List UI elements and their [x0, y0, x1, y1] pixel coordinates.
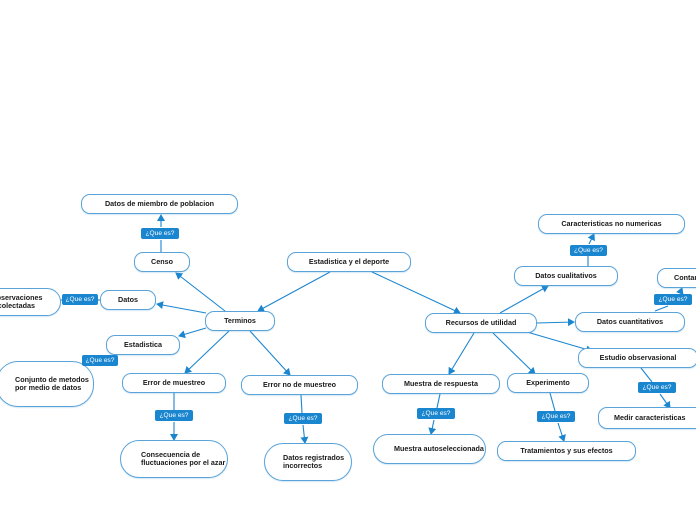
connector-tag-datos-incorrectos — [300, 424, 309, 444]
node-tratamientos[interactable]: Tratamientos y sus efectos — [497, 441, 636, 461]
node-estudio-observacional[interactable]: Estudio observasional — [578, 348, 696, 368]
node-datos-cuantitativos[interactable]: Datos cuantitativos — [575, 312, 685, 332]
node-censo[interactable]: Censo — [134, 252, 190, 272]
node-muestra-auto[interactable]: Muestra autoseleccionada — [373, 434, 486, 464]
node-root[interactable]: Estadistica y el deporte — [287, 252, 411, 272]
connector-recursos-cuantitativos — [536, 318, 575, 327]
node-datos-cualitativos[interactable]: Datos cualitativos — [514, 266, 618, 286]
connector-tag-contar — [676, 287, 684, 296]
connector-terminos-datos — [156, 301, 207, 314]
tag-que-es-cuantitativos: ¿Que es? — [654, 294, 692, 305]
tag-que-es-error-muestreo: ¿Que es? — [155, 410, 193, 421]
connector-recursos-muestra — [448, 332, 475, 375]
tag-que-es-cualitativos: ¿Que es? — [570, 245, 607, 256]
node-datos[interactable]: Datos — [100, 290, 156, 310]
connector-root-recursos — [371, 271, 461, 315]
node-conjunto[interactable]: Conjunto de metodos por medio de datos — [0, 361, 94, 407]
tag-que-es-estudio: ¿Que es? — [638, 382, 676, 393]
connector-terminos-error — [184, 330, 230, 374]
connector-recursos-experimento — [492, 332, 536, 375]
connector-terminos-censo — [175, 272, 226, 312]
connector-error-no-tag — [300, 394, 303, 414]
connector-cuantitativos-tag — [654, 305, 669, 312]
tag-que-es-datos: ¿Que es? — [62, 294, 98, 305]
node-observaciones[interactable]: Observaciones recolectadas — [0, 288, 61, 316]
node-recursos[interactable]: Recursos de utilidad — [425, 313, 537, 333]
connector-tag-caracteristicas — [587, 233, 595, 245]
node-consecuencia[interactable]: Consecuencia de fluctuaciones por el aza… — [120, 440, 228, 478]
node-datos-miembro[interactable]: Datos de miembro de poblacion — [81, 194, 238, 214]
connector-estudio-tag — [640, 367, 653, 383]
node-caracteristicas[interactable]: Caracteristicas no numericas — [538, 214, 685, 234]
tag-que-es-experimento: ¿Que es? — [537, 411, 575, 422]
connector-muestra-tag — [436, 393, 441, 409]
connector-root-terminos — [257, 271, 331, 312]
connector-terminos-estadistica — [178, 327, 207, 339]
connector-tag-muestra-auto — [428, 419, 437, 435]
node-medir[interactable]: Medir caracteristicas — [598, 407, 696, 429]
node-estadistica[interactable]: Estadistica — [106, 335, 180, 355]
node-contar[interactable]: Contar — [657, 268, 696, 288]
node-muestra-respuesta[interactable]: Muestra de respuesta — [382, 374, 500, 394]
tag-que-es-censo: ¿Que es? — [141, 228, 179, 239]
node-experimento[interactable]: Experimento — [507, 373, 589, 393]
connector-experimento-tag — [549, 392, 556, 412]
node-terminos[interactable]: Terminos — [205, 311, 275, 331]
tag-que-es-estadistica: ¿Que es? — [82, 355, 118, 366]
connector-tag-medir — [659, 393, 671, 409]
connector-terminos-error-no — [249, 330, 291, 376]
connector-recursos-cualitativos — [499, 285, 549, 314]
tag-que-es-error-no-muestreo: ¿Que es? — [284, 413, 322, 424]
connector-tag-tratamientos — [557, 422, 566, 442]
node-error-muestreo[interactable]: Error de muestreo — [122, 373, 226, 393]
tag-que-es-muestra: ¿Que es? — [417, 408, 455, 419]
node-datos-incorrectos[interactable]: Datos registrados incorrectos — [264, 443, 352, 481]
connector-recursos-estudio — [526, 331, 593, 354]
node-error-no-muestreo[interactable]: Error no de muestreo — [241, 375, 358, 395]
